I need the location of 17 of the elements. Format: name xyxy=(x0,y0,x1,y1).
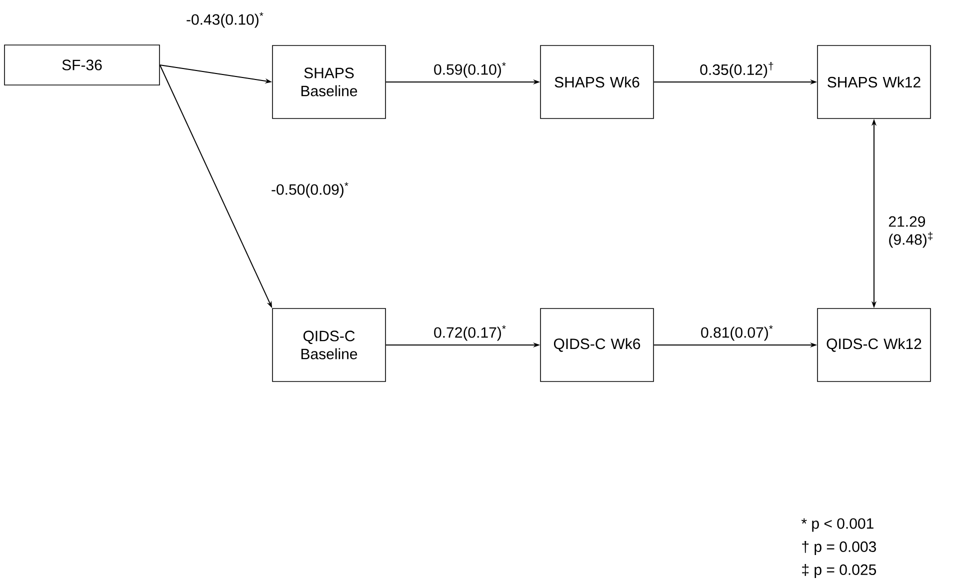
edge-label: 0.81(0.07)$^{*}$ xyxy=(701,325,773,341)
edge-label: 21.29 (9.48)$^{‡}$ xyxy=(888,216,933,248)
process-box: QIDS-C Wk6 xyxy=(540,308,654,382)
process-box: SHAPS Wk6 xyxy=(540,45,654,119)
edge-label: -0.43(0.10)$^{*}$ xyxy=(186,12,264,28)
process-box: SF-36 xyxy=(4,44,160,86)
note: ‡ p = 0.025 xyxy=(802,564,876,578)
edge-label: -0.50(0.09)$^{*}$ xyxy=(272,182,348,198)
edge-label: 0.72(0.17)$^{*}$ xyxy=(434,325,506,341)
note: * p < 0.001 xyxy=(801,518,874,532)
edge-label: 0.59(0.10)$^{*}$ xyxy=(434,62,506,78)
note: † p = 0.003 xyxy=(802,541,876,555)
process-box: SHAPS Wk12 xyxy=(817,45,931,119)
process-box: QIDS-C Baseline xyxy=(272,308,386,382)
process-box: SHAPS Baseline xyxy=(272,45,386,119)
process-box: QIDS-C Wk12 xyxy=(817,308,931,382)
edge-label: 0.35(0.12)$^{†}$ xyxy=(700,62,774,78)
